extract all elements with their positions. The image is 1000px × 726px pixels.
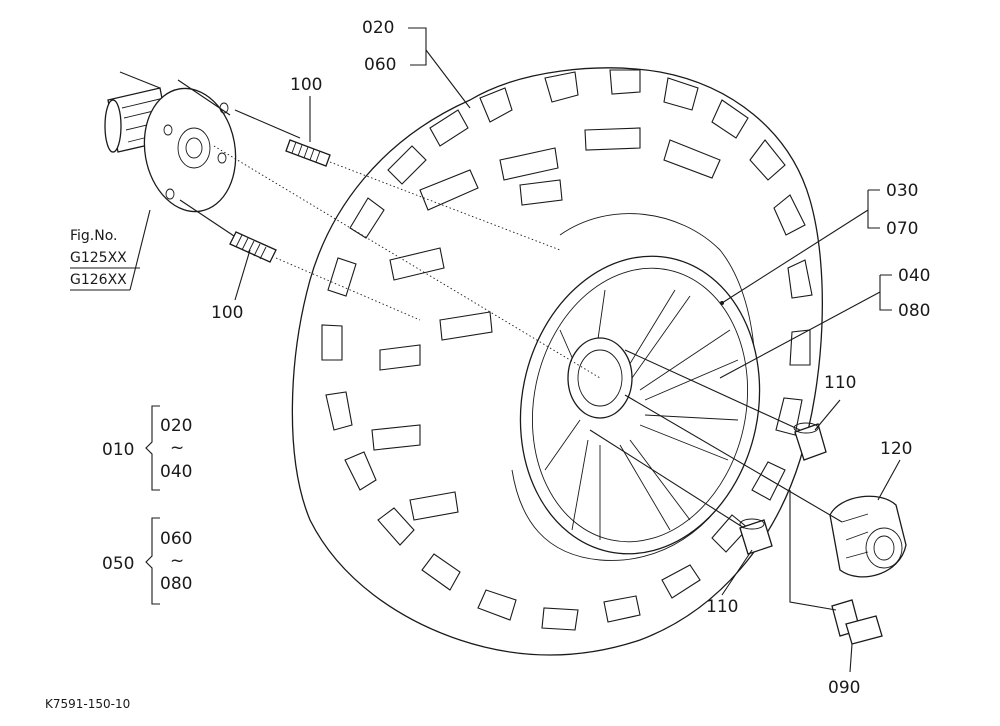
lug-nut-upper: [793, 422, 827, 461]
callout-070: 070: [886, 219, 918, 239]
rim-lip: [531, 267, 749, 543]
axle-hub: [104, 87, 237, 213]
assembly-050-labels: 050 060 ~ 080: [102, 529, 192, 594]
callout-040: 040: [898, 266, 930, 286]
callout-100-top: 100: [290, 75, 322, 95]
fig-ref-number-1: G125XX: [70, 250, 127, 266]
callout-110-bottom: 110: [706, 597, 738, 617]
hub-bearing: [177, 127, 211, 169]
callout-120: 120: [880, 439, 912, 459]
callout-110-right: 110: [824, 373, 856, 393]
stud-bolt-lower: [229, 231, 277, 263]
stud-bolt-upper: [285, 139, 331, 167]
lug-nut-lower: [739, 518, 773, 555]
tire-tread: [321, 69, 813, 631]
callout-100-bottom: 100: [211, 303, 243, 323]
assembly-010-id: 010: [102, 440, 134, 460]
assembly-010-from: 020: [160, 416, 192, 436]
center-cap: [829, 495, 907, 578]
fig-ref-number-2: G126XX: [70, 272, 127, 288]
fig-ref-title: Fig.No.: [70, 228, 118, 244]
assembly-axis-lines: [119, 71, 843, 611]
assembly-010-tilde: ~: [170, 438, 184, 458]
assembly-050-from: 060: [160, 529, 192, 549]
rim-center-bore: [567, 337, 633, 419]
callout-labels: 020 060 030 070 040 080 100 100 110 110 …: [211, 18, 930, 698]
fig-reference: Fig.No. G125XX G126XX: [70, 228, 140, 291]
assembly-050-tilde: ~: [170, 551, 184, 571]
assembly-brace-010: [145, 405, 160, 491]
callout-030: 030: [886, 181, 918, 201]
leader-lines: [129, 27, 901, 673]
callout-090: 090: [828, 678, 860, 698]
hub-flange: [143, 87, 237, 213]
callout-020: 020: [362, 18, 394, 38]
assembly-brace-050: [145, 517, 160, 605]
drawing-code: K7591-150-10: [45, 697, 130, 711]
callout-060: 060: [364, 55, 396, 75]
rim-outer: [519, 255, 761, 555]
callout-080: 080: [898, 301, 930, 321]
valve-stem: [831, 599, 883, 645]
rim: [519, 255, 761, 555]
assembly-050-to: 080: [160, 574, 192, 594]
assembly-010-labels: 010 020 ~ 040: [102, 416, 192, 482]
assembly-010-to: 040: [160, 462, 192, 482]
assembly-050-id: 050: [102, 554, 134, 574]
